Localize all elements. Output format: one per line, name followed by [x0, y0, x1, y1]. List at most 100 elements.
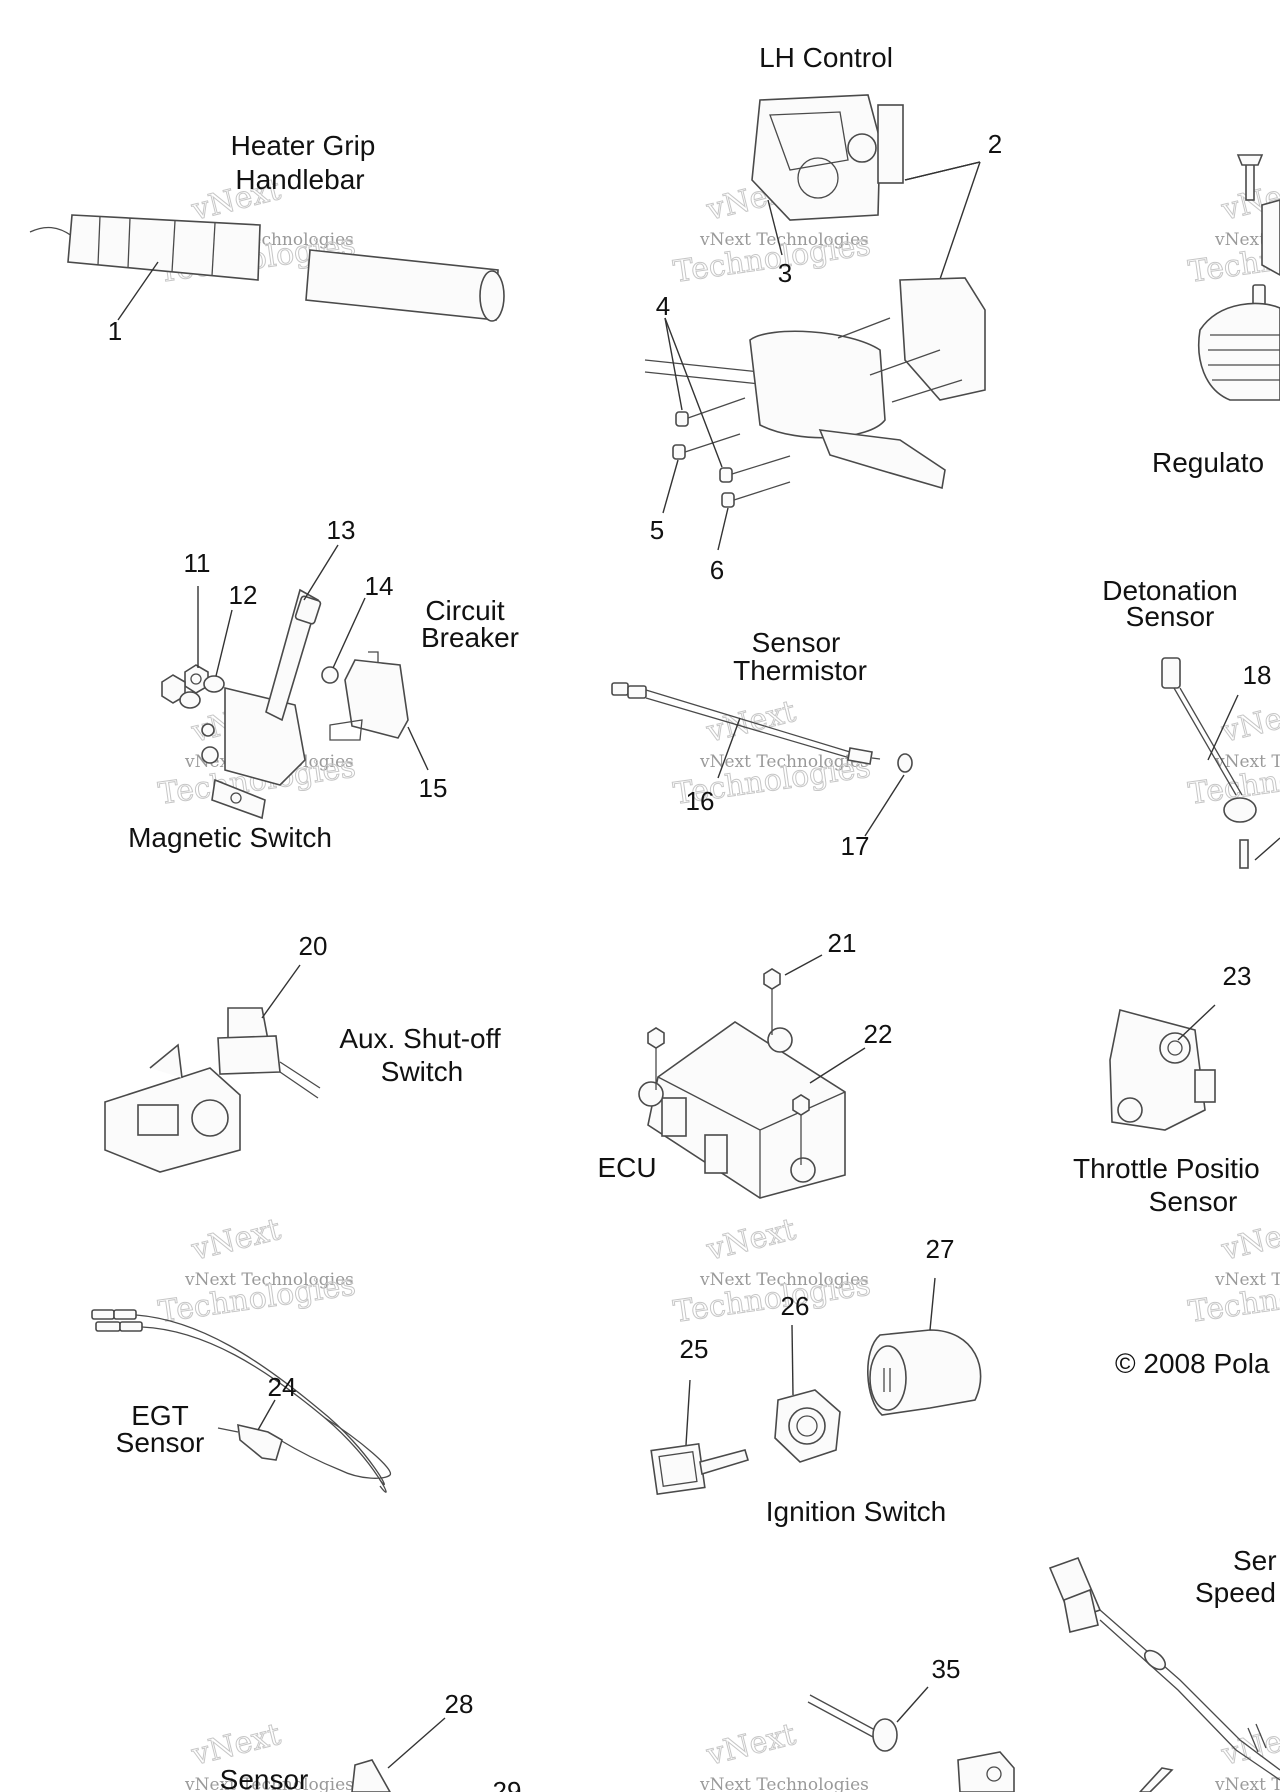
callout-29: 29 — [493, 1776, 522, 1792]
throttle-sensor-group: 23 Throttle Positio Sensor — [1073, 961, 1260, 1217]
ignition-switch-title: Ignition Switch — [766, 1496, 947, 1527]
circuit-breaker-title: Circuit — [425, 595, 505, 626]
watermark-vnext: vNext — [187, 1212, 284, 1268]
callout-21: 21 — [828, 928, 857, 958]
callout-27: 27 — [926, 1234, 955, 1264]
regulator-bracket — [1261, 199, 1280, 276]
detonation-connector — [1161, 657, 1181, 689]
sensor-28-part — [351, 1759, 391, 1792]
magnetic-switch-title: Magnetic Switch — [128, 822, 332, 853]
watermark-vnext: vNext — [1217, 694, 1280, 750]
egt-title-2: Sensor — [116, 1427, 205, 1458]
handlebar-part — [305, 249, 499, 321]
speed-sensor-group: Ser Speed — [1048, 1545, 1280, 1792]
lh-control-cover — [899, 277, 986, 401]
watermark-vnext: vNext — [702, 1717, 799, 1773]
ecu-mount-2 — [767, 1027, 793, 1053]
magnetic-switch-arm — [265, 588, 319, 722]
pin-35-head — [872, 1718, 898, 1752]
ecu-title: ECU — [597, 1152, 656, 1183]
watermark-vnext-technologies: vNext Technologies — [1214, 1775, 1280, 1792]
detonation-title-2: Sensor — [1126, 601, 1215, 632]
lh-control-group: LH Control — [644, 42, 1002, 585]
screw-5 — [672, 433, 741, 460]
callout-28: 28 — [445, 1689, 474, 1719]
callout-2: 2 — [988, 129, 1002, 159]
circuit-breaker-part — [344, 659, 409, 739]
aux-shutoff-title-2: Switch — [381, 1056, 463, 1087]
egt-wire — [135, 1314, 385, 1486]
callout-12: 12 — [229, 580, 258, 610]
heater-grip-title: Heater Grip — [231, 130, 376, 161]
washer-17 — [897, 753, 913, 773]
ignition-key-25 — [650, 1442, 706, 1496]
watermark-8: vNext vNext Technologies Technologies — [671, 1212, 873, 1331]
aux-shutoff-title: Aux. Shut-off — [339, 1023, 501, 1054]
bracket-bottom — [957, 1751, 1015, 1792]
egt-sensor-group: 24 EGT Sensor — [91, 1309, 391, 1493]
watermark-11: vNext vNext Technologies — [699, 1717, 869, 1792]
watermark-vnext: vNext — [1217, 1717, 1280, 1773]
callout-24: 24 — [268, 1372, 297, 1402]
sensor-thermistor-group: Sensor Thermistor 16 17 — [611, 627, 913, 861]
callout-25: 25 — [680, 1334, 709, 1364]
callout-23: 23 — [1223, 961, 1252, 991]
throttle-title-2: Sensor — [1149, 1186, 1238, 1217]
watermark-vnext-technologies: vNext Technologies — [699, 752, 869, 772]
aux-shutoff-group: 20 Aux. Shut-off Switch — [104, 931, 501, 1173]
nut-14 — [321, 666, 339, 684]
callout-5: 5 — [650, 515, 664, 545]
ecu-group: 21 22 ECU — [597, 928, 892, 1199]
sensor-thermistor-title-2: Thermistor — [733, 655, 867, 686]
callout-20: 20 — [299, 931, 328, 961]
watermark-7: vNext vNext Technologies Technologies — [156, 1212, 358, 1331]
callout-11: 11 — [184, 548, 211, 578]
watermarks: vNext vNext Technologies Technologies vN… — [156, 172, 1280, 1792]
watermark-vnext-technologies: vNext Technologies — [184, 1270, 354, 1290]
detonation-title: Detonation — [1102, 575, 1237, 606]
detonation-sensor-group: Detonation Sensor 18 — [1102, 575, 1280, 869]
nut-21a — [647, 1027, 665, 1049]
thermistor-connector — [611, 682, 629, 696]
grip-wire — [29, 226, 73, 237]
washer-12b — [179, 691, 201, 709]
watermark-12: vNext vNext Technologies — [1214, 1717, 1280, 1792]
watermark-vnext-technologies: vNext Technologies — [699, 1270, 869, 1290]
callout-14: 14 — [365, 571, 394, 601]
thermistor-probe — [847, 747, 873, 765]
heater-grip-part — [67, 214, 261, 281]
callout-16: 16 — [686, 786, 715, 816]
screw-4b — [719, 455, 791, 483]
lh-control-buttons — [769, 111, 849, 171]
bottom-sensor-title: Sensor — [220, 1764, 309, 1792]
callout-17: 17 — [841, 831, 870, 861]
egt-probe — [237, 1423, 283, 1461]
callout-6: 6 — [710, 555, 724, 585]
nut-21c — [792, 1094, 810, 1116]
aux-switch-boot — [217, 1035, 281, 1075]
watermark-vnext-technologies: vNext Technologies — [699, 230, 869, 250]
handlebar-end — [479, 270, 505, 322]
watermark-vnext-technologies: vNext Technologies — [1214, 1270, 1280, 1290]
regulator-body — [1198, 302, 1280, 401]
ecu-mount-1 — [638, 1081, 664, 1107]
sensor-thermistor-title: Sensor — [752, 627, 841, 658]
watermark-6: vNext vNext Technologies Technologies — [1186, 694, 1280, 813]
egt-title: EGT — [131, 1400, 189, 1431]
lh-control-title: LH Control — [759, 42, 893, 73]
watermark-9: vNext vNext Technologies Technologies — [1186, 1212, 1280, 1331]
callout-26: 26 — [781, 1291, 810, 1321]
lh-control-connector — [877, 104, 904, 184]
washer-12 — [203, 675, 225, 693]
handlebar-title: Handlebar — [235, 164, 364, 195]
speed-title-2: Speed — [1195, 1577, 1276, 1608]
circuit-breaker-title-2: Breaker — [421, 622, 519, 653]
nut-11 — [184, 664, 209, 694]
copyright-text: © 2008 Pola — [1115, 1348, 1270, 1379]
watermark-vnext-technologies: vNext Technologies — [1214, 752, 1280, 772]
ignition-switch-group: 25 26 27 Ignition Switch — [650, 1234, 982, 1527]
regulator-group: Regulato — [1152, 154, 1280, 478]
bottom-row-group: Sensor 28 29 35 — [220, 1654, 1015, 1792]
ecu-mount-3 — [790, 1157, 816, 1183]
callout-3: 3 — [778, 258, 792, 288]
